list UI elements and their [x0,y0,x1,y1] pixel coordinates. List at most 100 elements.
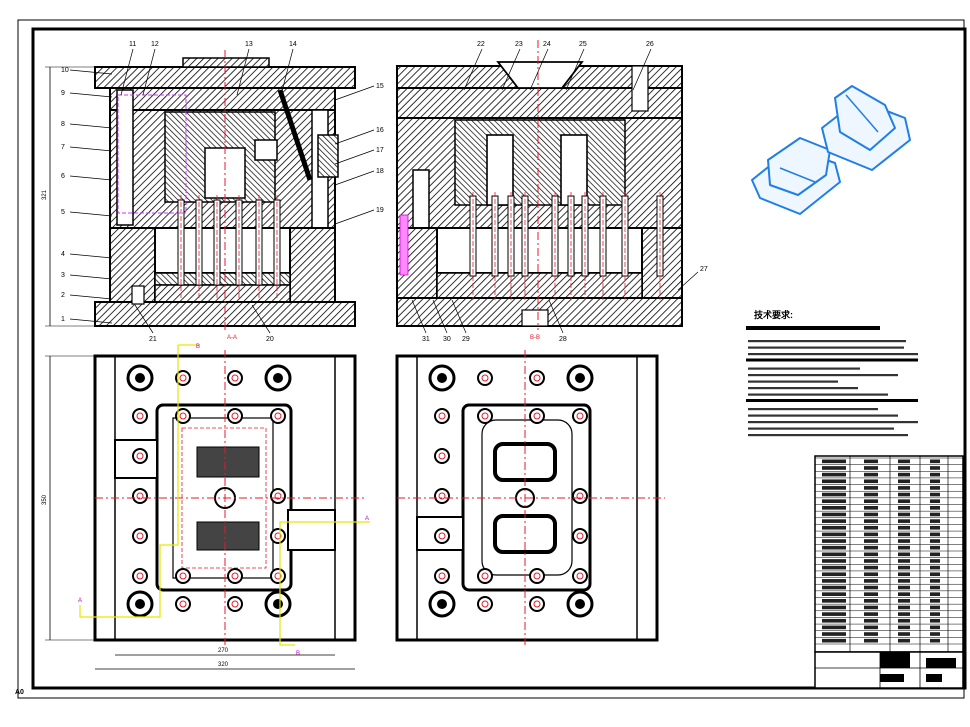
front-left-leader [69,69,113,75]
parts-row-note [930,532,940,537]
parts-row-note [930,486,940,490]
parts-row-qty [864,539,878,543]
side-top-leader [501,48,521,91]
parts-row-qty [864,605,878,610]
side-top-callout: 23 [515,41,523,48]
screw-hole [434,408,450,424]
screw-hole [529,370,545,386]
height-dimension: 321 [42,189,48,200]
front-right-leader [334,85,375,101]
parts-row-note [930,539,940,543]
parts-row-material [898,625,910,630]
front-left-leader [69,274,113,280]
side-bottom-leader [411,299,427,334]
cavity-part-upper [196,446,260,478]
side-ejector-plate [436,272,643,299]
parts-row-material [898,605,910,610]
screw-hole-center [481,600,489,608]
parts-row-note [930,585,940,590]
cut-marker-2: A [365,516,369,522]
parts-row-note [930,572,940,577]
title-block-name [926,658,956,668]
locating-pin-slot [131,285,145,305]
side-right-callout: 27 [700,266,708,273]
slider-left [114,439,158,479]
parts-row-note [930,638,940,643]
parts-row-note [930,605,940,610]
screw-hole [477,370,493,386]
parts-row-qty [864,479,878,484]
screw-hole-center [136,492,144,500]
part-isometric-view [751,85,911,215]
screw-hole-center [231,374,239,382]
note-line [748,387,858,390]
screw-hole [175,408,191,424]
front-left-leader [69,146,113,152]
notes-title: 技术要求: [754,309,793,320]
parts-row-name [822,585,846,590]
parts-row-note [930,525,940,530]
parts-row-qty [864,632,878,636]
parts-row-material [898,638,910,643]
parts-row-name [822,499,846,503]
top-view-right [395,350,665,645]
side-top-callout: 24 [543,41,551,48]
parts-row-note [930,625,940,630]
screw-hole-center [533,572,541,580]
parts-row-name [822,472,846,477]
drawing-frame [31,27,967,690]
core-left [486,134,514,206]
parts-row-note [930,552,940,557]
parts-row-qty [864,618,878,623]
part-left-top [767,137,831,196]
parts-row-material [898,486,910,490]
parts-row-name [822,612,846,616]
parts-row-material [898,559,910,563]
screw-hole-center [533,600,541,608]
parts-row-qty [864,612,878,616]
front-left-leader [69,318,113,324]
side-top-leader [529,48,549,91]
parts-row-note [930,618,940,623]
front-left-callout: 5 [61,209,65,216]
plan-holes [126,364,292,618]
parts-row-name [822,479,846,484]
front-left-callout: 8 [61,121,65,128]
note-line [748,408,878,411]
front-left-callout: 9 [61,90,65,97]
front-right-leader [334,149,375,165]
front-left-callout: 7 [61,144,65,151]
parts-row-material [898,479,910,484]
parts-row-note [930,612,940,616]
screw-hole-center [481,412,489,420]
top-view-left: A A B B 350 270 320 [42,344,370,670]
parts-row-note [930,479,940,484]
parts-row-qty [864,592,878,596]
front-bottom-callout: 20 [266,336,274,343]
screw-hole-center [231,572,239,580]
parts-row-qty [864,506,878,510]
parts-row-name [822,459,846,464]
screw-hole-center [438,412,446,420]
front-left-callout: 10 [61,67,69,74]
screw-hole-center [533,374,541,382]
front-top-leader [120,48,134,96]
parts-row-material [898,579,910,583]
parts-row-qty [864,638,878,643]
screw-hole-center [136,452,144,460]
parts-row-name [822,605,846,610]
front-top-leader [280,48,294,96]
front-top-callout: 12 [151,41,159,48]
parts-row-name [822,486,846,490]
parts-row-name [822,532,846,537]
screw-hole [132,488,148,504]
screw-hole-center [576,492,584,500]
parts-row-material [898,552,910,557]
parts-row-note [930,632,940,636]
spacer-block-right [289,227,336,303]
front-left-callout: 6 [61,173,65,180]
parts-row-note [930,545,940,550]
side-top-callout: 22 [477,41,485,48]
